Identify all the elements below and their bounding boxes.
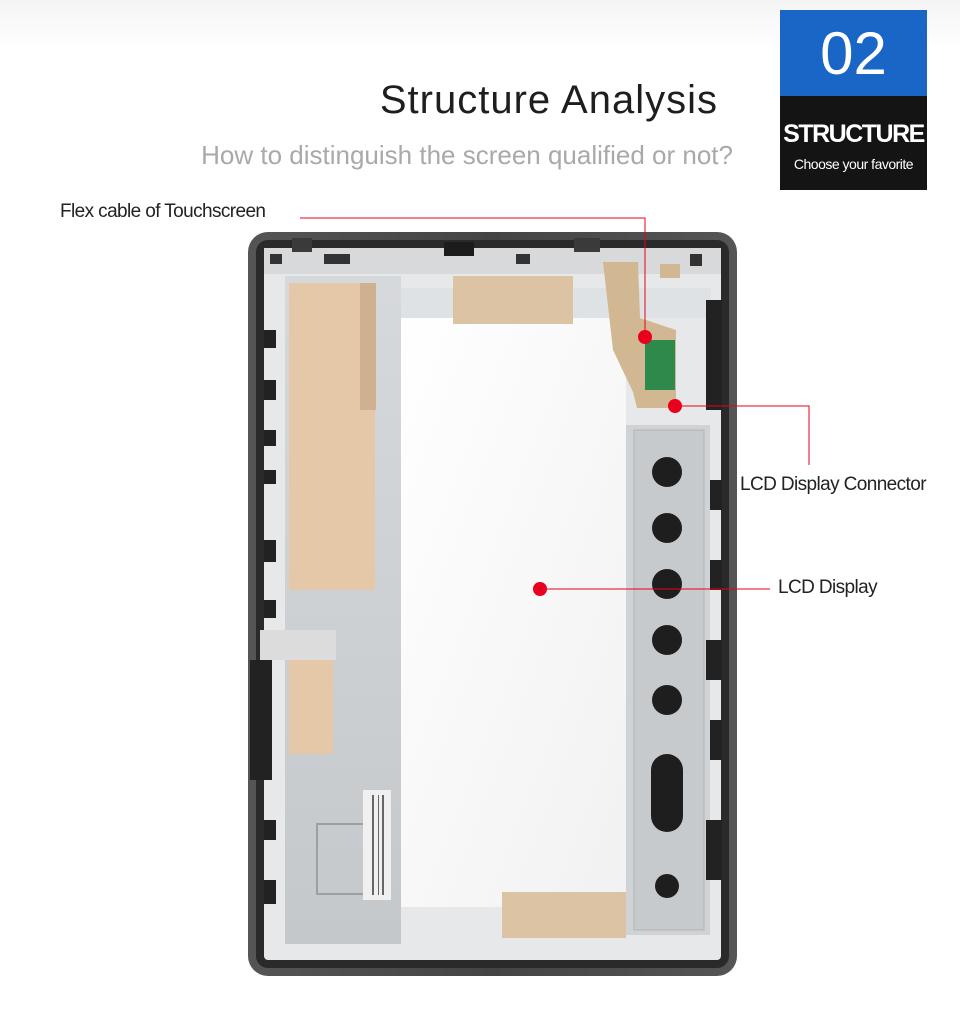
lcd-panel	[401, 315, 626, 907]
lcd-display-marker	[533, 582, 547, 596]
section-label-box: STRUCTURE Choose your favorite	[780, 96, 927, 190]
top-tape	[453, 276, 573, 324]
section-tagline: Choose your favorite	[793, 156, 914, 172]
connector-marker	[668, 399, 682, 413]
section-badge: 02 STRUCTURE Choose your favorite	[780, 10, 927, 190]
mount-holes	[651, 457, 683, 898]
bottom-tape	[502, 892, 626, 938]
flex-cable-label: Flex cable of Touchscreen	[60, 201, 266, 222]
lcd-display-label: LCD Display	[778, 577, 878, 598]
section-number: 02	[780, 10, 927, 96]
page-title: Structure Analysis	[379, 78, 718, 122]
connector-label: LCD Display Connector	[740, 474, 927, 495]
page-subtitle: How to distinguish the screen qualified …	[201, 140, 733, 170]
connector-leader	[675, 405, 810, 465]
flex-cable-marker	[638, 330, 652, 344]
flex-cable-leader	[300, 217, 646, 337]
section-word: STRUCTURE	[783, 120, 925, 148]
